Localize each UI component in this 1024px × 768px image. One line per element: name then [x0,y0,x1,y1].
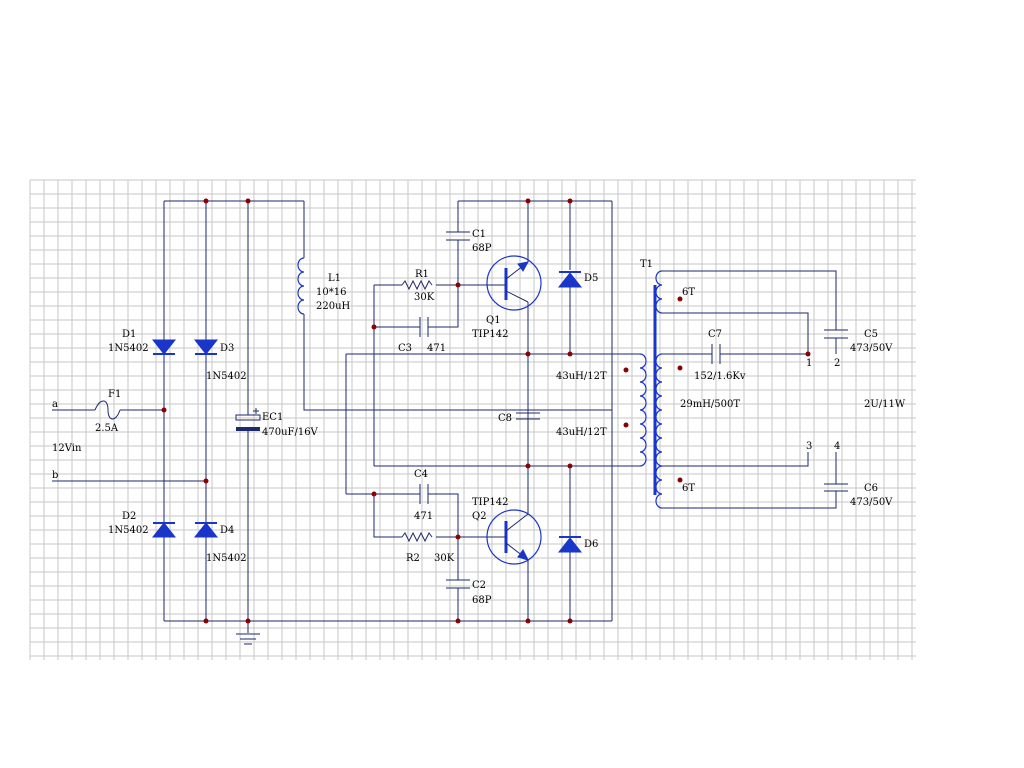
diode-d6 [557,536,583,553]
label-c1-value: 68P [472,243,492,254]
label-l1: L1 [328,273,341,284]
label-c6: C6 [864,483,878,494]
label-q1: Q1 [486,315,501,326]
diode-d1 [151,339,177,355]
capacitor-c3 [419,317,429,337]
label-q1-value: TIP142 [472,329,508,340]
capacitor-c5 [824,329,848,339]
label-12vin: 12Vin [52,443,82,454]
label-c2: C2 [472,580,486,591]
label-primary-1: 43uH/12T [556,371,607,382]
capacitor-c7 [711,344,721,364]
label-d2: D2 [122,511,136,522]
label-secondary-1: 6T [682,287,695,298]
capacitor-c2 [446,579,470,589]
label-d4: D4 [220,525,234,536]
label-c4: C4 [414,469,428,480]
transistor-q2 [486,509,542,565]
label-f1-value: 2.5A [95,423,119,434]
label-c8: C8 [498,413,512,424]
capacitor-c6 [824,483,848,492]
label-c5-value: 473/50V [850,343,893,354]
diode-d2 [151,522,177,538]
label-c4-value: 471 [414,511,433,522]
transformer-t1 [639,270,663,509]
label-r2: R2 [406,553,420,564]
label-c3-value: 471 [427,343,446,354]
capacitor-c1 [446,231,470,241]
capacitor-c4 [419,484,429,504]
label-terminal-a: a [52,399,58,410]
label-d3-value: 1N5402 [206,371,247,382]
label-r1-value: 30K [414,292,435,303]
label-d6: D6 [584,539,598,550]
label-c1: C1 [472,229,486,240]
label-c3: C3 [398,343,412,354]
label-main-winding: 29mH/500T [680,399,740,410]
fuse-f1 [94,400,121,420]
background-grid [29,179,916,660]
capacitor-ec1 [235,408,261,431]
resistor-r1 [401,279,433,291]
label-d4-value: 1N5402 [206,553,247,564]
diode-d4 [193,522,219,538]
label-pin-4: 4 [834,441,840,452]
label-d3: D3 [220,343,234,354]
label-l1-value: 220uH [316,301,351,312]
label-output: 2U/11W [864,399,906,410]
label-q2-value: TIP142 [472,497,508,508]
label-ec1: EC1 [262,412,283,423]
label-d1: D1 [122,329,136,340]
label-r2-value: 30K [434,553,455,564]
diode-d5 [557,271,583,288]
label-secondary-2: 6T [682,483,695,494]
transistor-q1 [486,255,542,311]
label-c6-value: 473/50V [850,497,893,508]
diode-d3 [193,339,219,355]
component-labels: a 12Vin b F1 2.5A D1 1N5402 D3 1N5402 D2… [52,229,906,606]
label-c7: C7 [708,329,722,340]
label-l1-size: 10*16 [316,287,346,298]
label-d5: D5 [584,273,598,284]
label-pin-2: 2 [834,358,840,369]
label-primary-2: 43uH/12T [556,427,607,438]
junction-dots [161,198,811,624]
inductor-l1 [297,257,305,315]
capacitor-c8 [516,412,540,420]
label-terminal-b: b [52,470,58,481]
label-pin-3: 3 [806,441,812,452]
label-c5: C5 [864,329,878,340]
label-c7-value: 152/1.6Kv [694,371,746,382]
label-t1: T1 [640,259,653,270]
ground-symbol [236,633,260,645]
label-f1: F1 [108,389,121,400]
resistor-r2 [401,531,433,543]
label-d1-value: 1N5402 [108,343,149,354]
label-c2-value: 68P [472,595,492,606]
wires [52,200,837,633]
label-d2-value: 1N5402 [108,525,149,536]
label-r1: R1 [415,269,429,280]
label-pin-1: 1 [806,358,812,369]
label-q2: Q2 [472,511,487,522]
label-ec1-value: 470uF/16V [262,427,319,438]
